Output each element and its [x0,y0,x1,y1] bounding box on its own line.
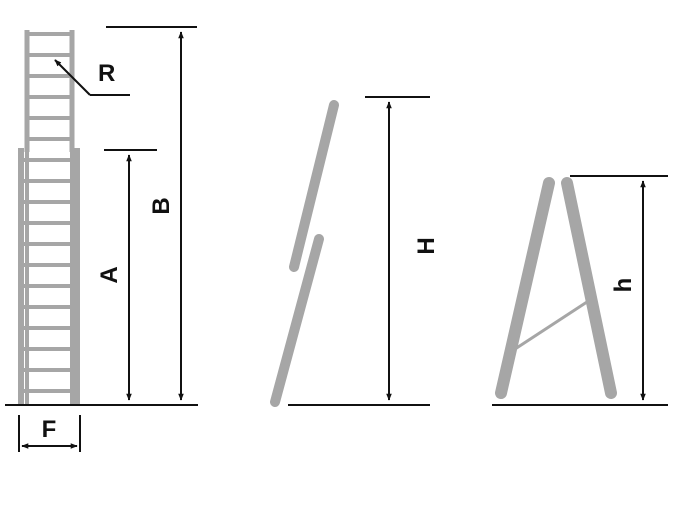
label-base-width: F [42,416,57,443]
rung-spacing-leader [54,59,130,96]
extension-ladder-front-view: R A B F [5,26,198,452]
label-standing-height: h [610,278,637,293]
upper-section [24,30,75,152]
label-leaning-height: H [413,237,440,254]
lower-section [18,148,80,404]
dimension-f [18,415,81,452]
rear-leg [561,177,617,399]
leaning-ladder-side-view: H [270,96,440,407]
dimension-h-lower [570,175,668,401]
upper-rail [289,100,339,272]
dimension-a [104,149,157,401]
label-base-height: A [96,266,123,283]
standing-ladder-side-view: h [492,175,668,406]
label-extended-height: B [148,197,175,214]
front-leg [495,177,555,399]
spreader [511,298,591,353]
label-rung-spacing: R [98,60,115,87]
dimension-h-upper [365,96,430,401]
lower-rail [270,234,324,407]
dimension-b [106,26,197,401]
